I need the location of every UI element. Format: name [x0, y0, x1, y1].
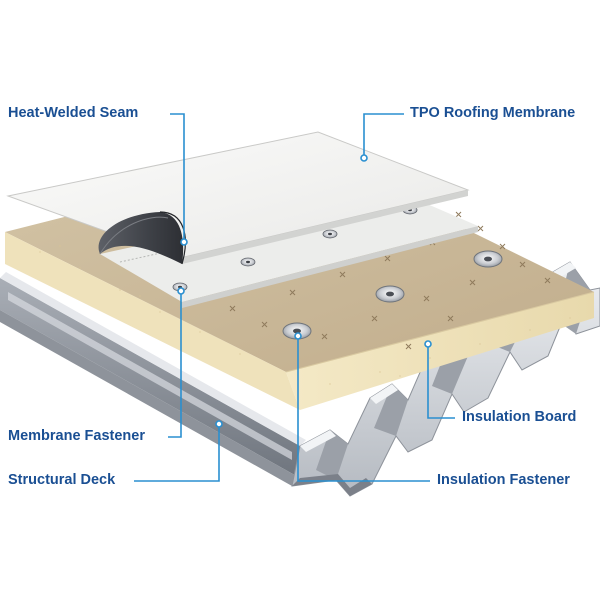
label-tpo-roofing-membrane: TPO Roofing Membrane	[410, 105, 576, 121]
insulation-fastener-plate	[375, 285, 405, 303]
insulation-fastener-plate	[473, 250, 503, 268]
label-heat-welded-seam: Heat-Welded Seam	[8, 105, 139, 121]
tpo-roofing-membrane	[6, 131, 470, 265]
leader-dots	[177, 154, 432, 428]
label-membrane-fastener: Membrane Fastener	[8, 428, 145, 444]
membrane-fastener	[322, 229, 338, 239]
membrane-fastener	[240, 257, 256, 267]
leader-lines	[134, 113, 455, 482]
label-insulation-fastener: Insulation Fastener	[437, 472, 570, 488]
membrane-curl	[98, 212, 184, 264]
label-structural-deck: Structural Deck	[8, 472, 116, 488]
label-insulation-board: Insulation Board	[462, 409, 577, 425]
